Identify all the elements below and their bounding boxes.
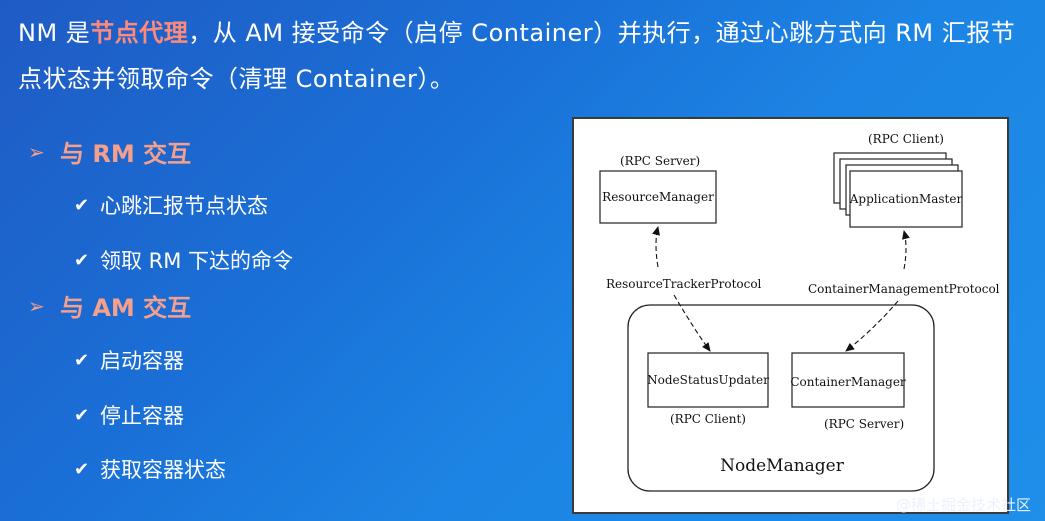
node-manager-box	[627, 304, 935, 492]
resource-manager-box	[599, 170, 717, 224]
bullet-label: 心跳汇报节点状态	[100, 194, 268, 218]
nsu-name-label: NodeStatusUpdater	[647, 373, 769, 387]
nsu-arrow-down	[673, 294, 711, 352]
arrow-right-icon: ➢	[28, 139, 45, 164]
bullet-label: 获取容器状态	[100, 458, 226, 482]
section-title-rm-label: 与 RM 交互	[60, 140, 192, 168]
arrow-right-icon: ➢	[28, 293, 45, 318]
intro-highlight: 节点代理	[90, 19, 189, 47]
check-icon: ✔	[74, 349, 90, 371]
rm-name-label: ResourceManager	[602, 190, 714, 204]
node-status-updater-box	[647, 352, 769, 408]
architecture-diagram: (RPC Server) ResourceManager (RPC Client…	[572, 117, 1009, 514]
am-arrow-up	[902, 230, 910, 270]
check-icon: ✔	[74, 458, 90, 480]
section-title-rm: ➢ 与 RM 交互	[28, 134, 191, 169]
am-role-label: (RPC Client)	[868, 132, 944, 146]
watermark: @稀土掘金技术社区	[895, 496, 1031, 514]
section-title-am-label: 与 AM 交互	[60, 294, 192, 322]
protocol-right-label: ContainerManagementProtocol	[808, 282, 1000, 296]
cm-arrow-down	[845, 300, 899, 352]
intro-part1: NM 是	[18, 19, 91, 47]
check-icon: ✔	[74, 404, 90, 426]
bullet-label: 启动容器	[100, 349, 184, 373]
am-name-label: ApplicationMaster	[849, 192, 963, 206]
rm-arrow-up	[652, 226, 660, 268]
bullet-item: ✔ 停止容器	[74, 400, 184, 430]
diagram-svg: (RPC Server) ResourceManager (RPC Client…	[599, 132, 1000, 492]
container-manager-box	[791, 352, 905, 408]
bullet-item: ✔ 领取 RM 下达的命令	[74, 245, 293, 275]
bullet-label: 领取 RM 下达的命令	[100, 249, 294, 273]
bullet-item: ✔ 获取容器状态	[74, 454, 226, 484]
rm-role-label: (RPC Server)	[620, 154, 700, 168]
bullet-item: ✔ 启动容器	[74, 345, 184, 375]
node-manager-label: NodeManager	[720, 456, 845, 476]
bullet-item: ✔ 心跳汇报节点状态	[74, 190, 268, 220]
nsu-role-label: (RPC Client)	[670, 412, 746, 426]
check-icon: ✔	[74, 249, 90, 271]
intro-paragraph: NM 是节点代理，从 AM 接受命令（启停 Container）并执行，通过心跳…	[18, 10, 1028, 102]
check-icon: ✔	[74, 194, 90, 216]
cm-role-label: (RPC Server)	[824, 417, 904, 431]
intro-part2: ，从 AM 接受命令（启停 Container）并执行，通过心跳方式向 RM 汇…	[18, 19, 1016, 93]
protocol-left-label: ResourceTrackerProtocol	[606, 277, 762, 291]
bullet-label: 停止容器	[100, 404, 184, 428]
section-title-am: ➢ 与 AM 交互	[28, 288, 191, 323]
application-master-box	[849, 170, 963, 228]
cm-name-label: ContainerManager	[790, 375, 906, 389]
